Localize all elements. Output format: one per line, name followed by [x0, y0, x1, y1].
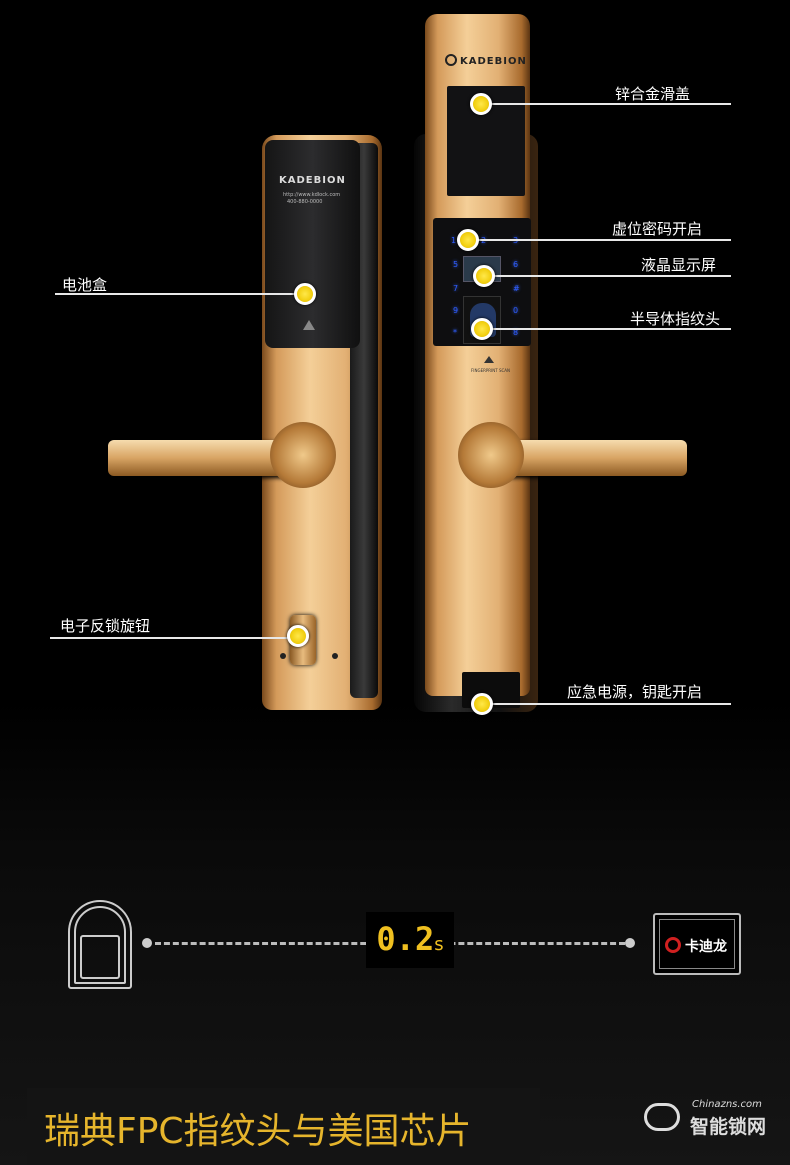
fingerprint-scan-label: FINGERPRINT SCAN — [471, 368, 511, 373]
callout-line — [468, 239, 731, 241]
speed-value: 0.2 — [376, 920, 435, 958]
brand-logo: KADEBION — [460, 56, 527, 67]
callout-line — [482, 328, 731, 330]
website-text: http://www.kdlock.com — [283, 192, 341, 198]
callout-electronic-lock-knob: 电子反锁旋钮 — [60, 617, 151, 635]
watermark-site: Chinazns.com — [692, 1099, 762, 1110]
callout-battery-box: 电池盒 — [62, 276, 108, 294]
callout-marker — [287, 625, 309, 647]
brand-logo-icon — [445, 54, 457, 66]
watermark: Chinazns.com 智能锁网 — [640, 1095, 770, 1140]
exterior-handle-rosette — [458, 422, 524, 488]
brand-logo-box: 卡迪龙 — [653, 913, 741, 975]
callout-line — [481, 103, 731, 105]
callout-marker — [471, 693, 493, 715]
key-7[interactable]: 7 — [453, 284, 459, 293]
banner-title: 瑞典FPC指纹头与美国芯片 — [44, 1111, 472, 1152]
cloud-icon — [644, 1103, 680, 1131]
interior-lock-unit: KADEBION http://www.kdlock.com 400-880-0… — [262, 135, 382, 710]
phone-text: 400-880-0000 — [287, 199, 323, 205]
callout-line — [50, 637, 298, 639]
interior-handle-rosette — [270, 422, 336, 488]
callout-lcd-display: 液晶显示屏 — [641, 256, 717, 274]
speed-unit: s — [434, 934, 444, 955]
unlock-arrow-icon — [303, 320, 315, 330]
callout-zinc-slide-cover: 锌合金滑盖 — [615, 85, 691, 103]
speed-badge: 0.2s — [366, 912, 454, 968]
exterior-lock-unit: KADEBION 1 2 3 5 6 7 # 9 0 * 8 FINGERPRI… — [414, 14, 538, 712]
feature-banner: 瑞典FPC指纹头与美国芯片 — [27, 1088, 540, 1165]
key-1[interactable]: 1 — [451, 236, 457, 245]
callout-marker — [473, 265, 495, 287]
key-5[interactable]: 5 — [453, 260, 459, 269]
callout-line — [482, 703, 731, 705]
brand-logo: KADEBION — [279, 175, 346, 186]
dot-icon — [142, 938, 152, 948]
brand-swirl-icon — [665, 937, 681, 953]
key-hash[interactable]: # — [513, 284, 520, 293]
key-star[interactable]: * — [453, 328, 457, 337]
callout-line — [55, 293, 305, 295]
callout-marker — [470, 93, 492, 115]
callout-virtual-password: 虚位密码开启 — [612, 220, 703, 238]
key-6[interactable]: 6 — [513, 260, 519, 269]
up-arrow-icon — [484, 356, 494, 363]
key-9[interactable]: 9 — [453, 306, 459, 315]
watermark-name: 智能锁网 — [690, 1116, 767, 1138]
callout-semiconductor-fingerprint: 半导体指纹头 — [630, 310, 721, 328]
callout-line — [484, 275, 731, 277]
callout-marker — [471, 318, 493, 340]
callout-emergency-power-key: 应急电源，钥匙开启 — [567, 683, 703, 701]
callout-marker — [294, 283, 316, 305]
fingerprint-sensor-icon — [68, 900, 132, 989]
key-8[interactable]: 8 — [513, 328, 519, 337]
dot-icon — [625, 938, 635, 948]
key-0[interactable]: 0 — [513, 306, 519, 315]
brand-logo-text: 卡迪龙 — [685, 939, 727, 955]
callout-marker — [457, 229, 479, 251]
battery-box-cover: KADEBION http://www.kdlock.com 400-880-0… — [265, 140, 360, 348]
